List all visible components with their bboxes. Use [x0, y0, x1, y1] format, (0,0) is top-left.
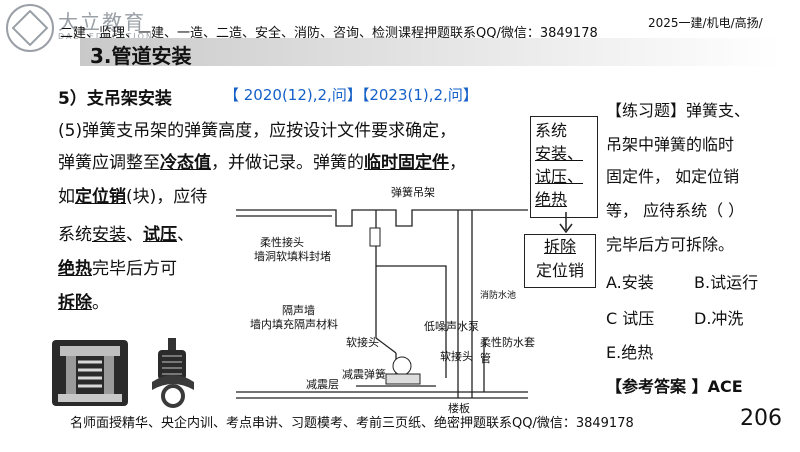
label-spring-hanger: 弹簧吊架	[391, 186, 435, 199]
box-line: 拆除	[543, 237, 576, 256]
question-line-2: 吊架中弹簧的临时	[606, 135, 735, 154]
body-line-6: 拆除。	[58, 288, 109, 318]
spring-support-photo	[52, 340, 128, 406]
spring-hanger-illustration	[152, 338, 194, 408]
body-line-1: (5)弹簧支吊架的弹簧高度，应按设计文件要求确定，	[58, 121, 457, 141]
spring-hanger-photo	[140, 338, 206, 408]
keyword-remove: 拆除	[58, 293, 92, 313]
option-d: D.冲洗	[694, 309, 744, 328]
text-segment: 、	[126, 225, 143, 245]
box-line: 试压、	[535, 167, 584, 186]
keyword-pressure-test: 试压	[143, 225, 177, 245]
text-segment: 如	[58, 187, 75, 207]
diagram-drawing	[236, 209, 528, 399]
body-line-3: 如定位销(块)，应待	[58, 182, 207, 212]
option-c: C 试压	[606, 309, 655, 328]
label-floor: 楼板	[448, 402, 470, 415]
option-a: A.安装	[606, 273, 654, 292]
text-segment: 完毕后方可	[92, 259, 177, 279]
title-bar	[80, 38, 780, 66]
logo-icon	[6, 4, 54, 52]
remove-pin-box: 拆除 定位销	[524, 234, 596, 288]
question-line-5: 完毕后方可拆除。	[606, 235, 735, 254]
question-line-1: 【练习题】弹簧支、	[606, 101, 751, 120]
keyword-locating-pin: 定位销	[75, 187, 126, 207]
label-damping-spring: 减震弹簧	[342, 368, 386, 381]
label-waterproof-sleeve: 柔性防水套管	[480, 336, 535, 365]
page-title: 3.管道安装	[90, 44, 192, 68]
label-damping-layer: 减震层	[306, 378, 339, 391]
label-sound-wall: 隔声墙	[282, 304, 315, 317]
box-line: 绝热	[535, 190, 568, 209]
text-segment: 、	[177, 225, 194, 245]
body-line-2: 弹簧应调整至冷态值，并做记录。弹簧的临时固定件，	[58, 148, 466, 178]
text-segment: 。	[92, 293, 109, 313]
box-line: 定位销	[535, 261, 584, 280]
pump-room-diagram: 弹簧吊架 柔性接头 墙洞软填料封堵 隔声墙 墙内填充隔声材料 软接头 低噪声水泵…	[236, 186, 535, 415]
label-flexible-joint: 柔性接头	[260, 236, 304, 249]
label-wall-filler: 墙内填充隔声材料	[250, 318, 338, 331]
logo-text: 大立教育	[58, 10, 146, 34]
option-e: E.绝热	[606, 343, 654, 362]
label-soft-joint-1: 软接头	[346, 336, 379, 349]
keyword-temp-fixture: 临时固定件	[364, 153, 449, 173]
question-line-3: 固定件， 如定位销	[606, 167, 740, 186]
keyword-insulation: 绝热	[58, 259, 92, 279]
page-number: 206	[740, 406, 782, 431]
text-segment: ，并做记录。弹簧的	[211, 153, 364, 173]
text-segment: 系统	[58, 225, 92, 245]
body-line-5: 绝热完毕后方可	[58, 254, 177, 284]
top-banner-text: 二建、监理、一建、一造、二造、安全、消防、咨询、检测课程押题联系QQ/微信：38…	[60, 26, 598, 41]
box-line: 安装、	[535, 144, 584, 163]
label-fire-pool: 消防水池	[480, 291, 517, 301]
label-wall-sealing: 墙洞软填料封堵	[254, 250, 331, 263]
option-b: B.试运行	[694, 273, 759, 292]
text-segment: ，	[449, 153, 466, 173]
keyword-install: 安装	[92, 225, 126, 245]
logo-subtext: DALI EDUCATION	[58, 32, 154, 41]
key-steps-box: 系统 安装、 试压、 绝热	[530, 116, 598, 218]
top-right-text: 2025一建/机电/高扬/	[648, 16, 763, 30]
text-segment: 弹簧应调整至	[58, 153, 160, 173]
question-line-4: 等， 应待系统（ ）	[606, 201, 745, 220]
section-subtitle: 5）支吊架安装	[58, 89, 172, 109]
box-line: 系统	[535, 121, 568, 140]
text-segment: (块)，应待	[126, 187, 208, 207]
exam-tags: 【 2020(12),2,问】【2023(1),2,问】	[224, 86, 478, 104]
keyword-cold-value: 冷态值	[160, 153, 211, 173]
spring-support-illustration	[58, 346, 122, 402]
footer-text: 名师面授精华、央企内训、考点串讲、习题模考、考前三页纸、绝密押题联系QQ/微信：…	[70, 416, 634, 431]
reference-answer: 【参考答案 】ACE	[606, 377, 743, 396]
body-line-4: 系统安装、试压、	[58, 220, 194, 250]
arrow-down-icon	[559, 212, 573, 234]
label-soft-joint-2: 软接头	[440, 350, 473, 363]
label-low-noise-pump: 低噪声水泵	[424, 320, 479, 333]
